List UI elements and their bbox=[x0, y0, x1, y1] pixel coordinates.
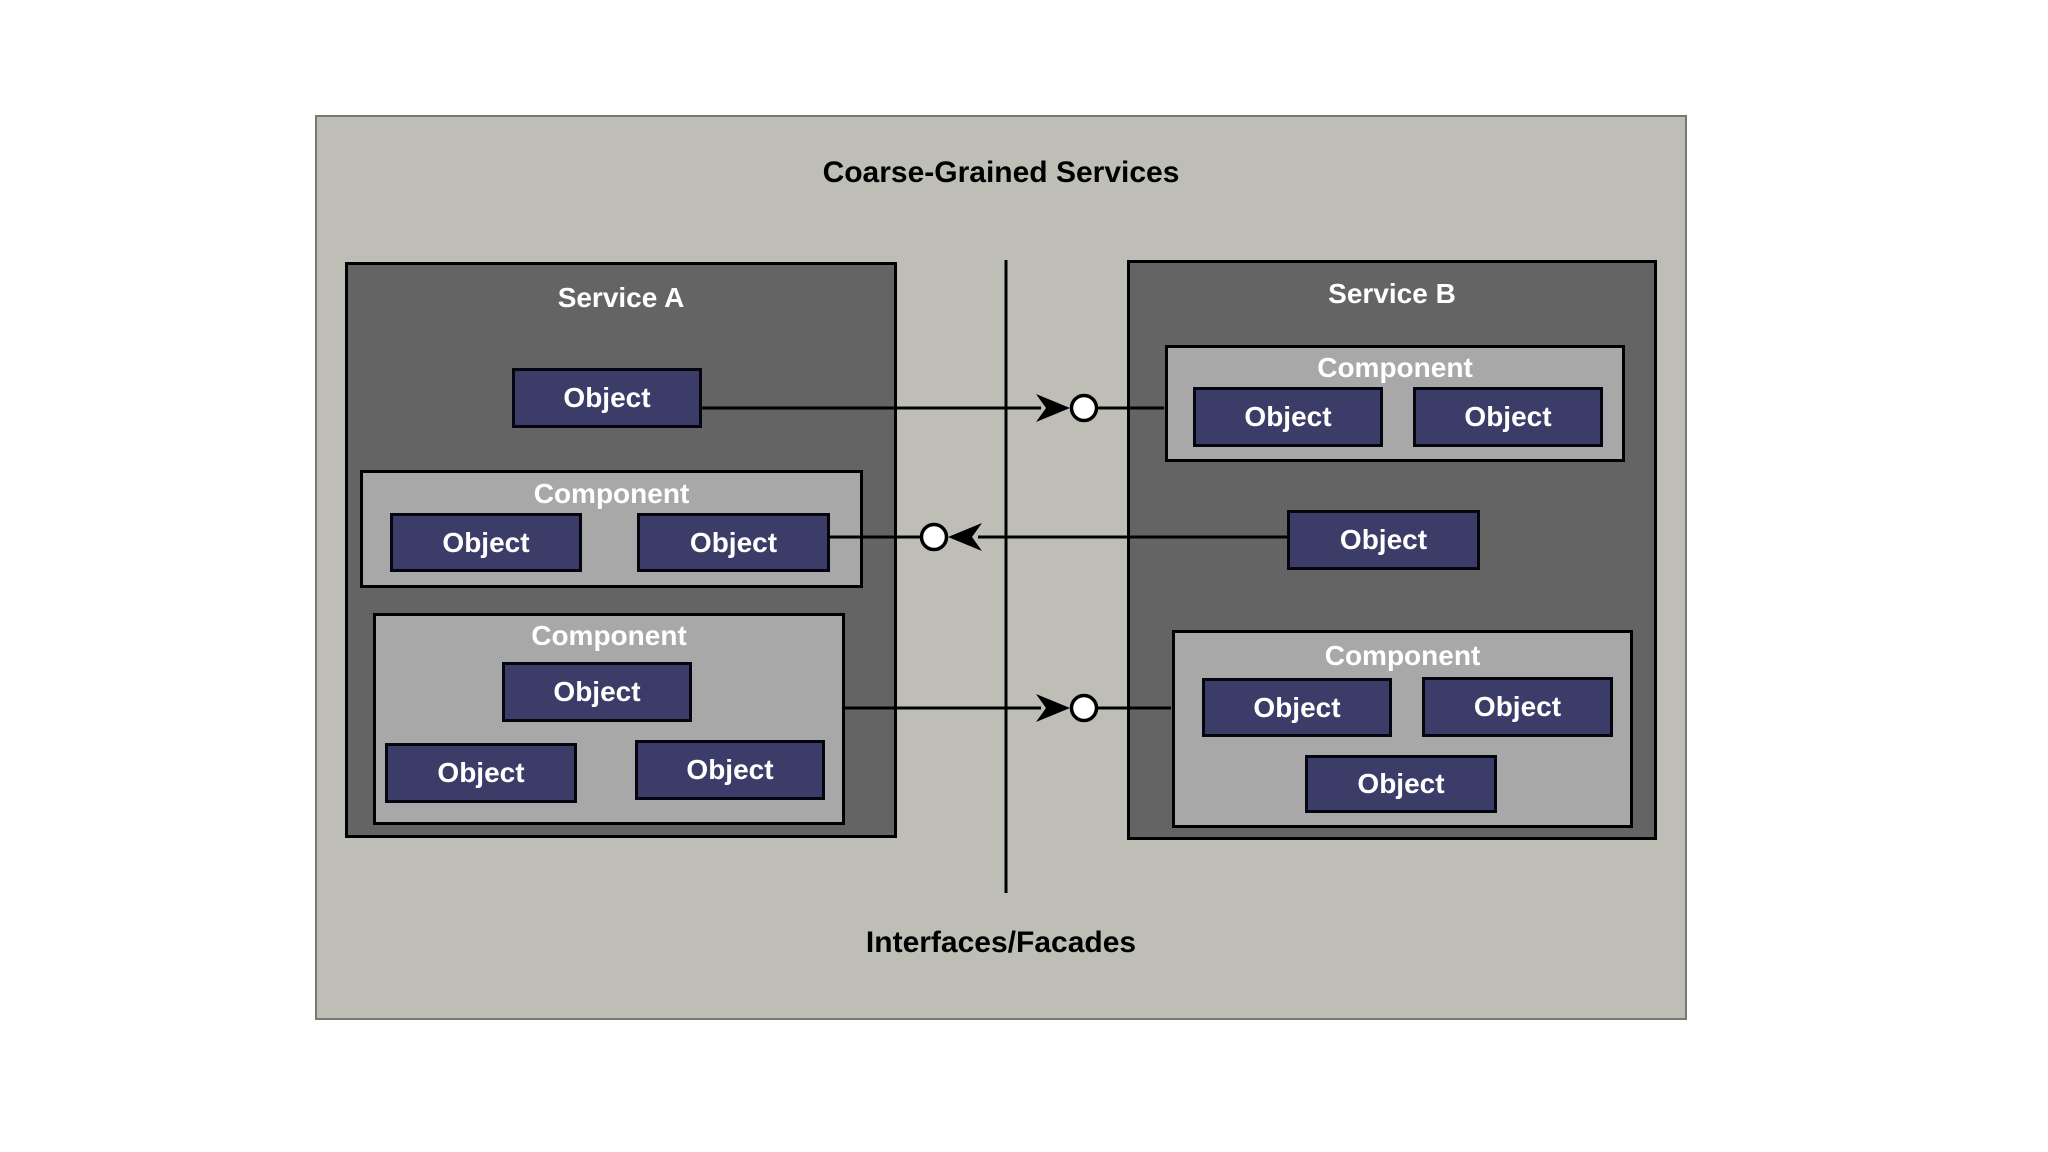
service-b-component-2-box: Component Object Object Object bbox=[1172, 630, 1633, 828]
service-a-component-2-label: Component bbox=[531, 620, 687, 651]
service-b-component-1-label: Component bbox=[1317, 352, 1473, 383]
service-a-component-1-object-1: Object bbox=[390, 513, 582, 572]
service-b-label: Service B bbox=[1328, 278, 1456, 309]
service-a-component-1-box: Component Object Object bbox=[360, 470, 863, 588]
service-a-component-2-object-1: Object bbox=[502, 662, 692, 722]
service-b-component-2-label: Component bbox=[1324, 640, 1481, 671]
diagram-title: Coarse-Grained Services bbox=[822, 156, 1180, 189]
service-a-object-box: Object bbox=[512, 368, 702, 428]
service-b-component-1-box: Component Object Object bbox=[1165, 345, 1625, 462]
service-b-component-1-object-2: Object bbox=[1413, 387, 1603, 447]
interfaces-facades-label: Interfaces/Facades bbox=[865, 926, 1137, 959]
service-b-object-box: Object bbox=[1287, 510, 1480, 570]
service-b-component-2-object-3: Object bbox=[1305, 755, 1497, 813]
service-b-component-1-object-1: Object bbox=[1193, 387, 1383, 447]
service-a-label: Service A bbox=[557, 282, 685, 313]
service-b-component-2-object-1: Object bbox=[1202, 678, 1392, 737]
service-b-component-2-object-2: Object bbox=[1422, 677, 1613, 737]
service-a-component-1-label: Component bbox=[533, 478, 690, 509]
service-a-component-2-object-3: Object bbox=[635, 740, 825, 800]
service-a-component-2-object-2: Object bbox=[385, 743, 577, 803]
service-a-box: Service A Object Component Object Object… bbox=[345, 262, 897, 838]
service-a-component-2-box: Component Object Object Object bbox=[373, 613, 845, 825]
service-a-component-1-object-2: Object bbox=[637, 513, 830, 572]
service-b-box: Service B Component Object Object Object… bbox=[1127, 260, 1657, 840]
